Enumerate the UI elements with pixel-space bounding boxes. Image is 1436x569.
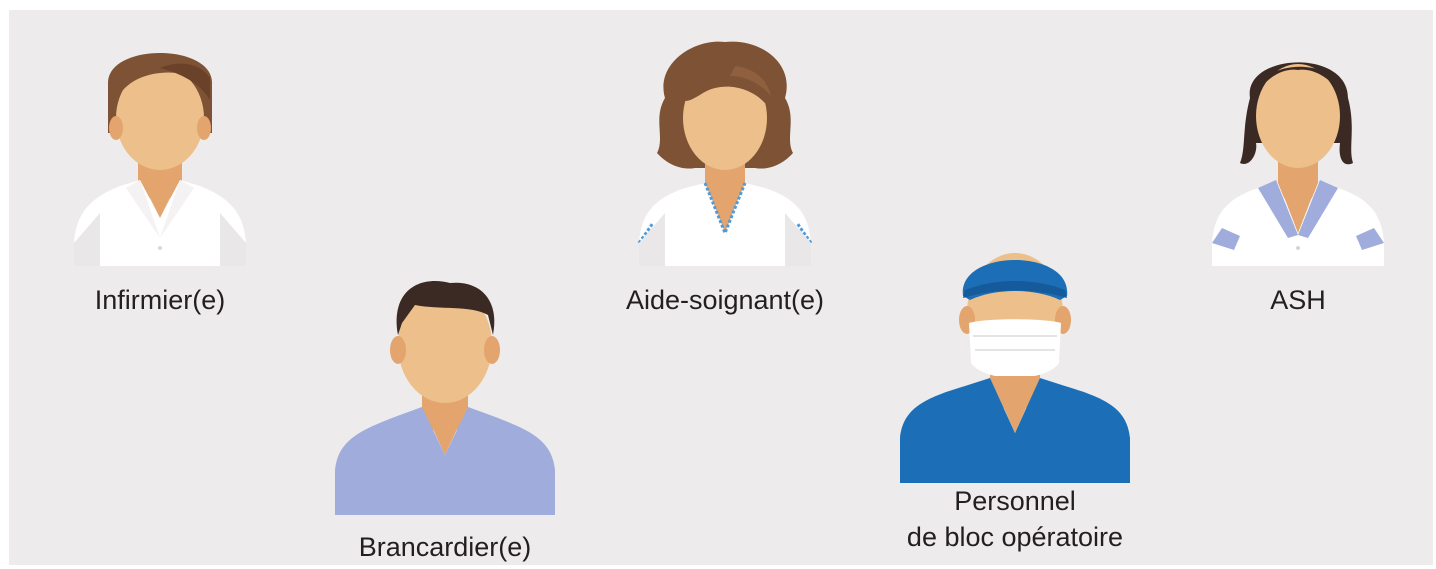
figure-care-assistant: Aide-soignant(e) bbox=[625, 38, 825, 315]
figure-nurse: Infirmier(e) bbox=[60, 38, 260, 315]
hospital-services-agent-avatar-icon bbox=[1212, 62, 1384, 266]
figure-operating-room-staff: Personnel de bloc opératoire bbox=[895, 238, 1135, 568]
label-hospital-services-agent: ASH bbox=[1270, 285, 1326, 315]
label-care-assistant: Aide-soignant(e) bbox=[625, 285, 825, 315]
figure-stretcher-bearer: Brancardier(e) bbox=[330, 275, 560, 565]
care-assistant-avatar-icon bbox=[637, 41, 813, 266]
label-stretcher-bearer: Brancardier(e) bbox=[358, 532, 532, 562]
label-nurse: Infirmier(e) bbox=[94, 285, 226, 315]
operating-room-staff-avatar-icon bbox=[900, 253, 1130, 483]
label-operating-room-staff-line1: Personnel bbox=[954, 486, 1076, 516]
label-operating-room-staff-line2: de bloc opératoire bbox=[906, 522, 1124, 552]
nurse-avatar-icon bbox=[74, 53, 246, 266]
stretcher-bearer-avatar-icon bbox=[335, 280, 555, 515]
figure-hospital-services-agent: ASH bbox=[1198, 38, 1398, 315]
